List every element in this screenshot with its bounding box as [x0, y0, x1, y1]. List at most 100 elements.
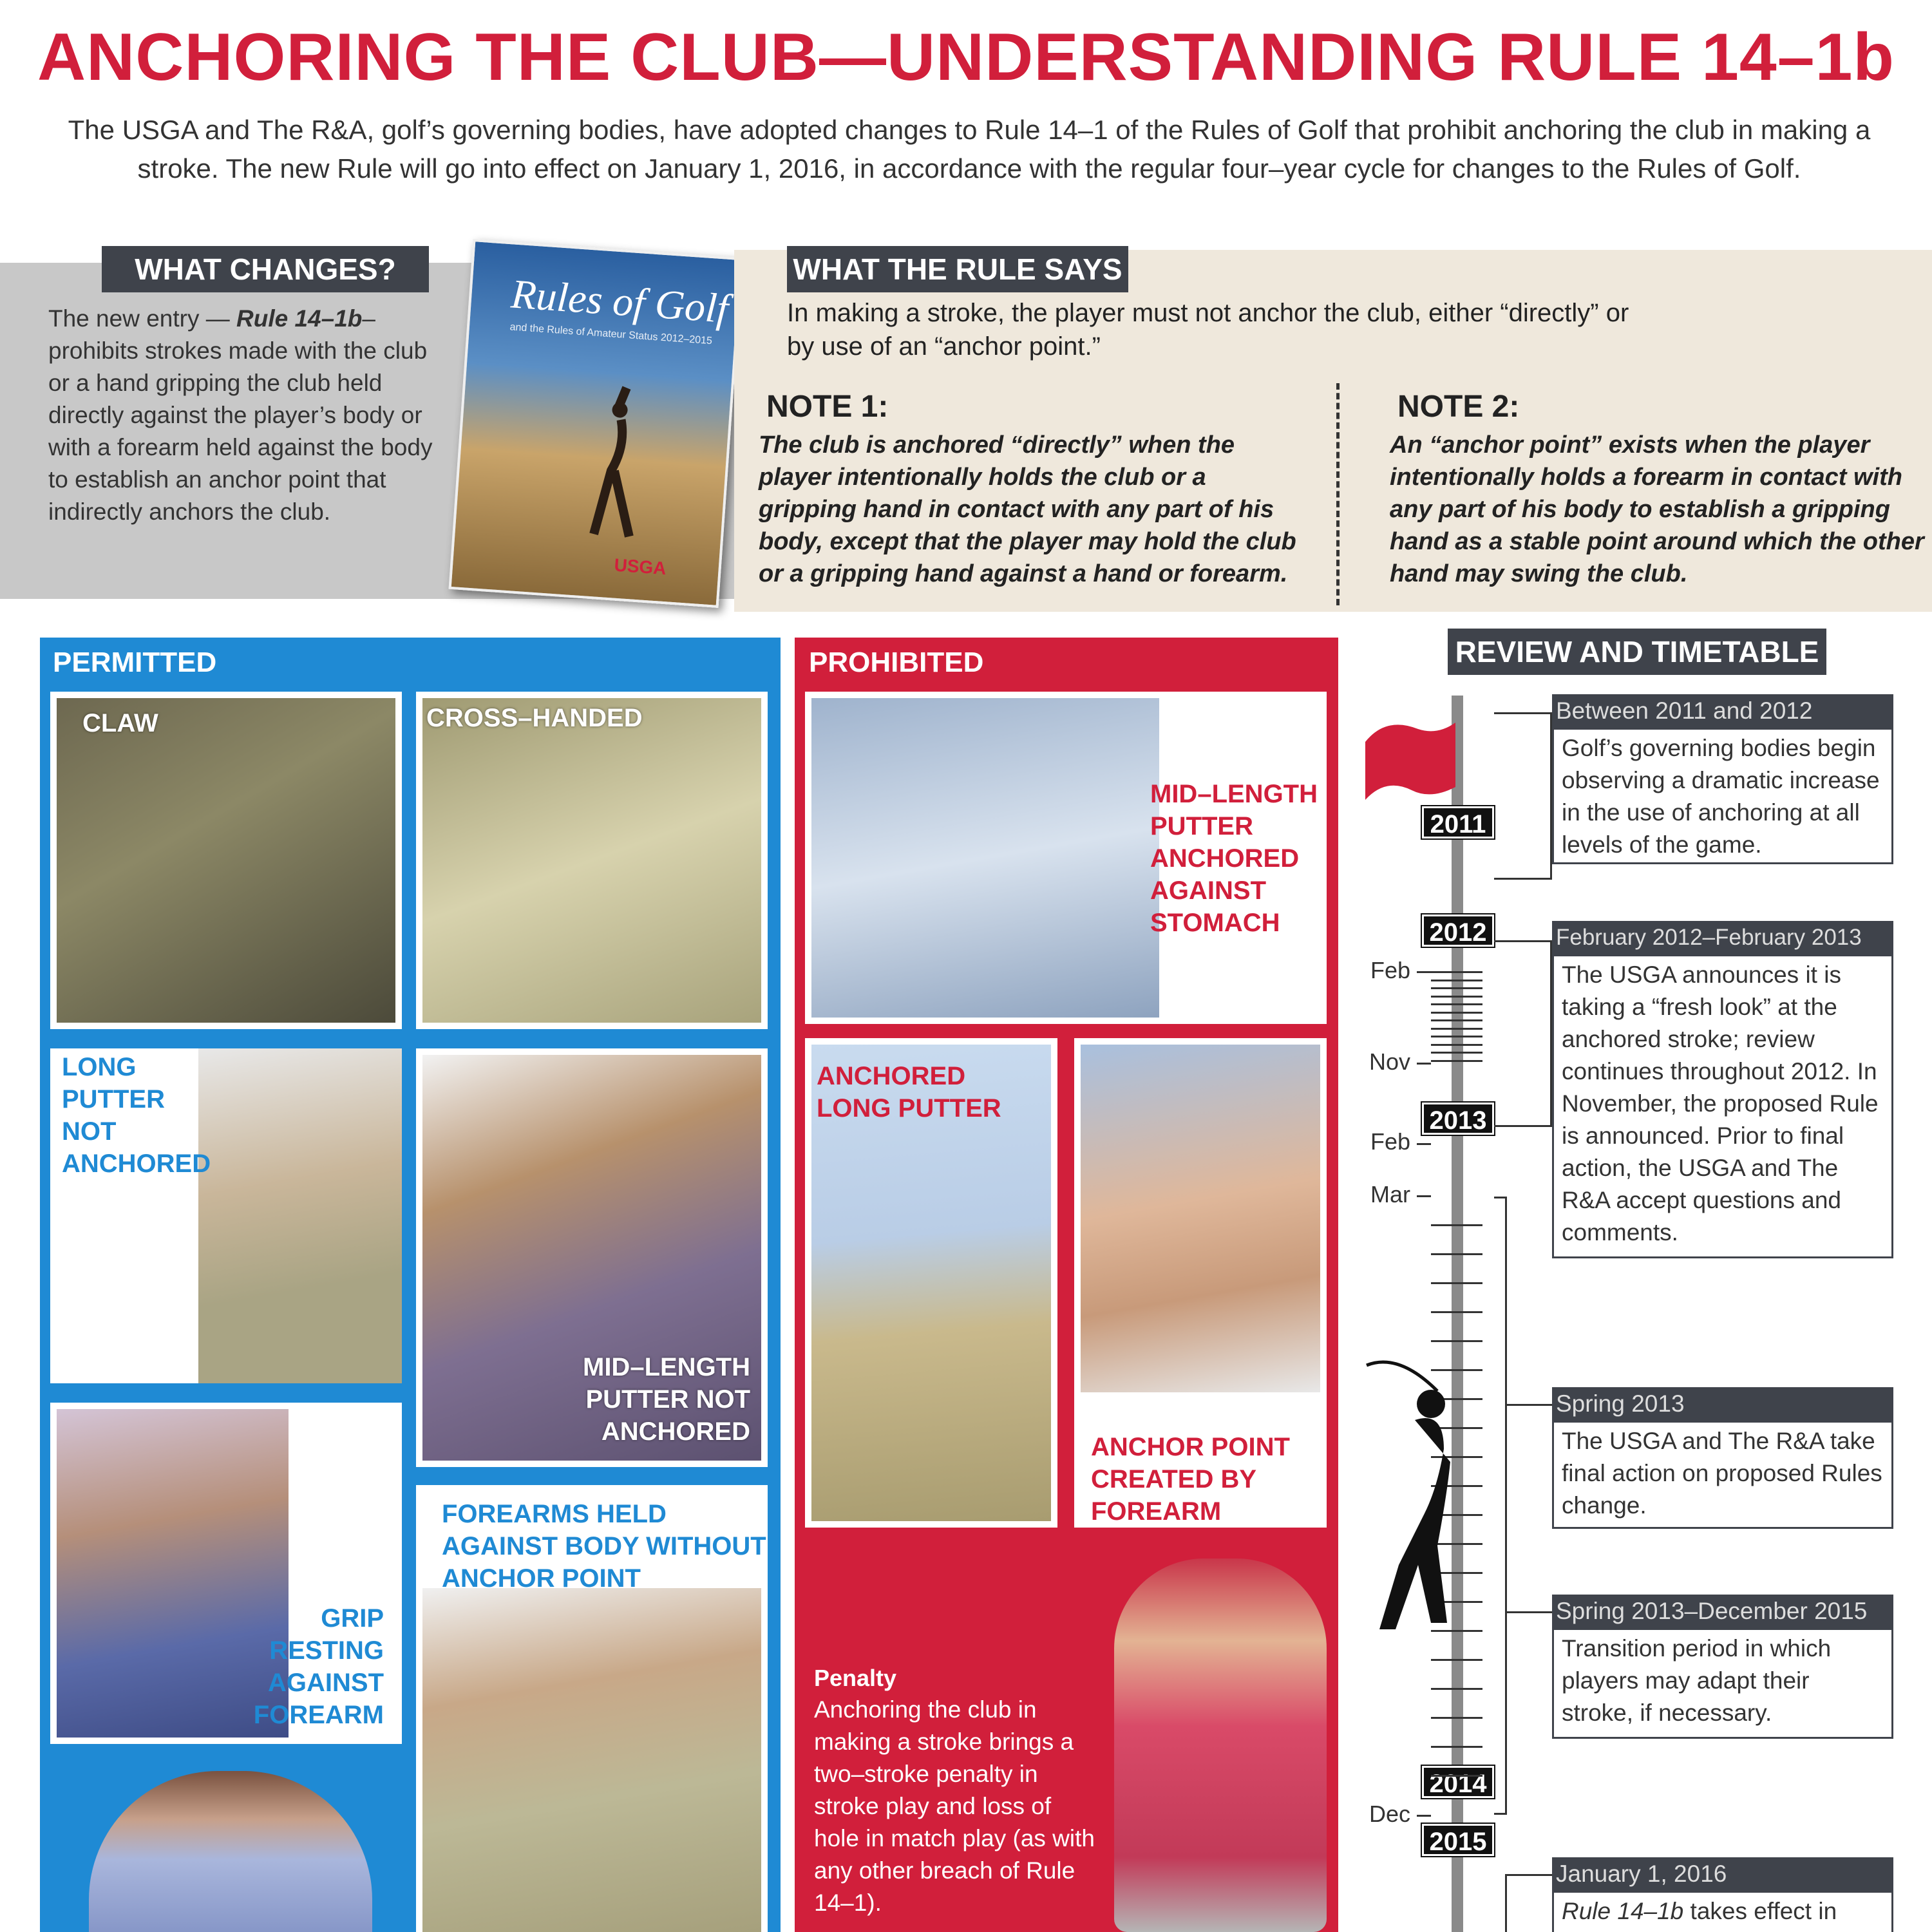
anchor-point-card: [1074, 1038, 1327, 1528]
event-text-transition: Transition period in which players may a…: [1552, 1628, 1893, 1739]
what-changes-text: The new entry — Rule 14–1b– prohibits st…: [48, 303, 441, 528]
event-text-spring-2013: The USGA and The R&A take final action o…: [1552, 1421, 1893, 1529]
timeline-tick: [1431, 1427, 1482, 1429]
forearms-held-photo: [422, 1588, 761, 1932]
timeline-tick: [1431, 1369, 1482, 1371]
note1-heading: NOTE 1:: [766, 390, 889, 424]
timeline-tick: [1431, 1036, 1482, 1037]
month-dec-2015: Dec: [1368, 1801, 1410, 1827]
year-2013: 2013: [1421, 1101, 1495, 1136]
timeline-tick: [1431, 1659, 1482, 1661]
timeline-tick: [1431, 1543, 1482, 1545]
cross-handed-label: CROSS–HANDED: [426, 704, 643, 732]
connector-2016-vertical: [1505, 1874, 1507, 1932]
timeline-tick: [1431, 1340, 1482, 1342]
month-nov-2012: Nov: [1368, 1048, 1410, 1075]
timeline-tick: [1431, 1224, 1482, 1226]
timeline-tick: [1431, 1717, 1482, 1719]
timeline-tick: [1431, 995, 1482, 998]
note2-text: An “anchor point” exists when the player…: [1390, 431, 1924, 587]
what-changes-prefix: The new entry —: [48, 305, 237, 332]
page-title: ANCHORING THE CLUB—UNDERSTANDING RULE 14…: [37, 20, 1895, 95]
timeline-heading: REVIEW AND TIMETABLE: [1448, 629, 1826, 675]
bracket-2011-2012: [1494, 712, 1552, 880]
event-2016-text: takes effect in: [1683, 1898, 1837, 1924]
timeline-tick: [1431, 1311, 1482, 1313]
timeline-tick: [1431, 1456, 1482, 1458]
forearms-held-card: [416, 1485, 768, 1932]
timeline-tick: [1431, 1282, 1482, 1284]
timeline-tick: [1431, 1011, 1482, 1014]
bracket-transition: [1494, 1197, 1507, 1815]
bracket-2012-2013: [1494, 940, 1552, 1127]
golfer-silhouette-icon: [589, 386, 634, 538]
mid-length-photo: [422, 1055, 761, 1461]
timeline-tick: [1431, 1019, 1482, 1021]
month-mar-2013: Mar: [1370, 1181, 1410, 1208]
note1-text: The club is anchored “directly” when the…: [759, 431, 1296, 587]
mid-length-anchored-card: [805, 692, 1327, 1024]
long-putter-label: LONG PUTTER NOT ANCHORED: [62, 1053, 211, 1178]
claw-card: [50, 692, 402, 1029]
claw-grip-photo: [57, 698, 395, 1023]
intro-paragraph: The USGA and The R&A, golf’s governing b…: [68, 115, 1871, 184]
event-title-2011-2012: Between 2011 and 2012: [1552, 694, 1893, 728]
cross-handed-photo: [422, 698, 761, 1023]
timeline-tick: [1417, 971, 1431, 973]
year-2015: 2015: [1421, 1823, 1495, 1857]
what-changes-rest: – prohibits strokes made with the club o…: [48, 305, 433, 525]
event-text-2012-2013: The USGA announces it is taking a “fresh…: [1552, 954, 1893, 1258]
timeline-tick: [1431, 1746, 1482, 1748]
timeline-tick: [1417, 1195, 1431, 1197]
prohibited-heading: PROHIBITED: [809, 647, 984, 678]
timeline-tick: [1431, 971, 1482, 973]
forearms-held-label: FOREARMS HELD AGAINST BODY WITHOUT ANCHO…: [442, 1500, 766, 1593]
cross-handed-card: [416, 692, 768, 1029]
month-feb-2013: Feb: [1370, 1128, 1410, 1155]
timeline-tick: [1431, 1043, 1482, 1046]
penalty-heading: Penalty: [814, 1665, 897, 1691]
golfer-swing-silhouette-icon: [1366, 1360, 1450, 1629]
long-putter-card: [50, 1048, 402, 1383]
rule-says-heading: WHAT THE RULE SAYS: [787, 246, 1128, 292]
mid-length-card: [416, 1048, 768, 1467]
timeline-tick: [1431, 1601, 1482, 1603]
putting-golfer-photo: [89, 1771, 372, 1932]
penalty-text: Anchoring the club in making a stroke br…: [814, 1696, 1095, 1916]
timeline-tick: [1431, 1485, 1482, 1487]
connector-2016: [1507, 1874, 1552, 1876]
year-2012: 2012: [1421, 913, 1495, 948]
event-title-2012-2013: February 2012–February 2013: [1552, 921, 1893, 954]
event-2016-rule: Rule 14–1b: [1562, 1898, 1684, 1924]
note2-heading: NOTE 2:: [1397, 390, 1520, 424]
mid-length-anchored-photo: [811, 698, 1159, 1018]
anchor-point-photo: [1081, 1045, 1320, 1392]
timeline-tick: [1431, 1688, 1482, 1690]
long-putter-photo: [198, 1048, 402, 1383]
timeline-tick: [1431, 979, 1482, 981]
anchored-long-putter-label: ANCHORED LONG PUTTER: [817, 1062, 1001, 1122]
timeline-tick: [1431, 1253, 1482, 1255]
red-flag-icon: [1365, 723, 1455, 800]
timeline-tick: [1431, 1775, 1482, 1777]
rules-of-golf-book-image: Rules of Golf and the Rules of Amateur S…: [448, 239, 743, 608]
timeline-tick: [1431, 1398, 1482, 1400]
anchored-long-putter-photo: [811, 1045, 1051, 1521]
timeline-tick: [1431, 1059, 1482, 1062]
putting-golfer-card: [50, 1758, 402, 1932]
timeline-tick: [1431, 1027, 1482, 1030]
anchored-long-putter-card: [805, 1038, 1057, 1528]
what-changes-heading: WHAT CHANGES?: [102, 246, 429, 292]
mid-length-anchored-label: MID–LENGTH PUTTER ANCHORED AGAINST STOMA…: [1150, 780, 1318, 937]
permitted-heading: PERMITTED: [53, 647, 217, 678]
grip-resting-card: [50, 1403, 402, 1744]
usga-logo: USGA: [613, 554, 667, 579]
timeline-tick: [1417, 1063, 1431, 1065]
timeline-tick: [1431, 1572, 1482, 1574]
rule-name: Rule 14–1b: [236, 305, 363, 332]
timeline-tick: [1417, 1815, 1431, 1817]
grip-resting-photo: [57, 1409, 289, 1738]
event-text-2011-2012: Golf’s governing bodies begin observing …: [1552, 728, 1893, 864]
month-feb-2012: Feb: [1370, 957, 1410, 983]
year-2011: 2011: [1421, 805, 1495, 840]
